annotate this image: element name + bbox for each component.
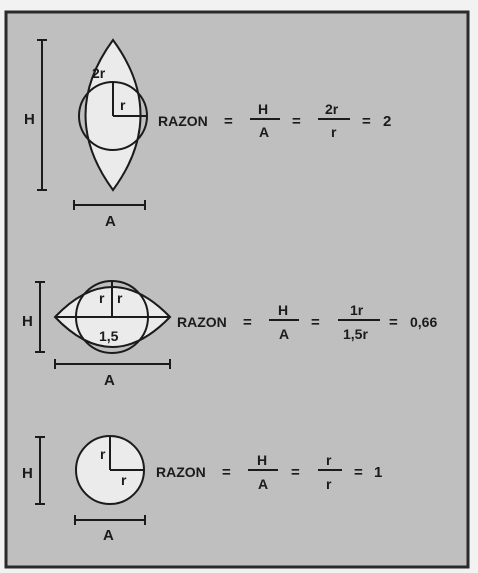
equals-sign: = [222,464,231,481]
ratio-result: 2 [383,113,391,130]
fraction-denominator: 1,5r [343,326,368,342]
fraction-numerator: H [278,302,288,318]
figure-tall-lens [37,38,148,210]
height-label: H [22,465,33,482]
diameter-label: 2r [92,65,106,81]
ratio-result: 1 [374,464,382,481]
equals-sign: = [291,464,300,481]
figure-circle [35,435,146,525]
figure-panel [4,10,470,569]
width-label: A [105,213,116,230]
fraction-numerator: H [258,101,268,117]
radius-label-left: r [99,290,105,306]
formula-circle: RAZON = H A = r r = 1 [156,452,382,492]
width-label: A [104,372,115,389]
equals-sign: = [354,464,363,481]
equals-sign: = [389,314,398,331]
fraction-denominator: A [258,476,268,492]
fraction-numerator: r [326,452,332,468]
height-label: H [24,111,35,128]
formula-wide-lens: RAZON = H A = 1r 1,5r = 0,66 [177,302,437,342]
fraction-denominator: A [259,124,269,140]
equals-sign: = [362,113,371,130]
fraction-numerator: 1r [350,302,364,318]
ratio-result: 0,66 [410,314,437,330]
fraction-denominator: r [331,124,337,140]
equals-sign: = [311,314,320,331]
figure-wide-lens [35,280,172,369]
height-label: H [22,313,33,330]
span-label: 1,5 [99,328,119,344]
razon-title: RAZON [156,464,206,480]
width-label: A [103,527,114,544]
fraction-numerator: H [257,452,267,468]
fraction-denominator: A [279,326,289,342]
radius-label-right: r [117,290,123,306]
radius-label-horizontal: r [121,472,127,488]
fraction-numerator: 2r [325,101,339,117]
equals-sign: = [224,113,233,130]
razon-title: RAZON [177,314,227,330]
equals-sign: = [243,314,252,331]
razon-title: RAZON [158,113,208,129]
fraction-denominator: r [326,476,332,492]
radius-label: r [120,97,126,113]
radius-label-vertical: r [100,446,106,462]
formula-tall-lens: RAZON = H A = 2r r = 2 [158,101,391,140]
equals-sign: = [292,113,301,130]
